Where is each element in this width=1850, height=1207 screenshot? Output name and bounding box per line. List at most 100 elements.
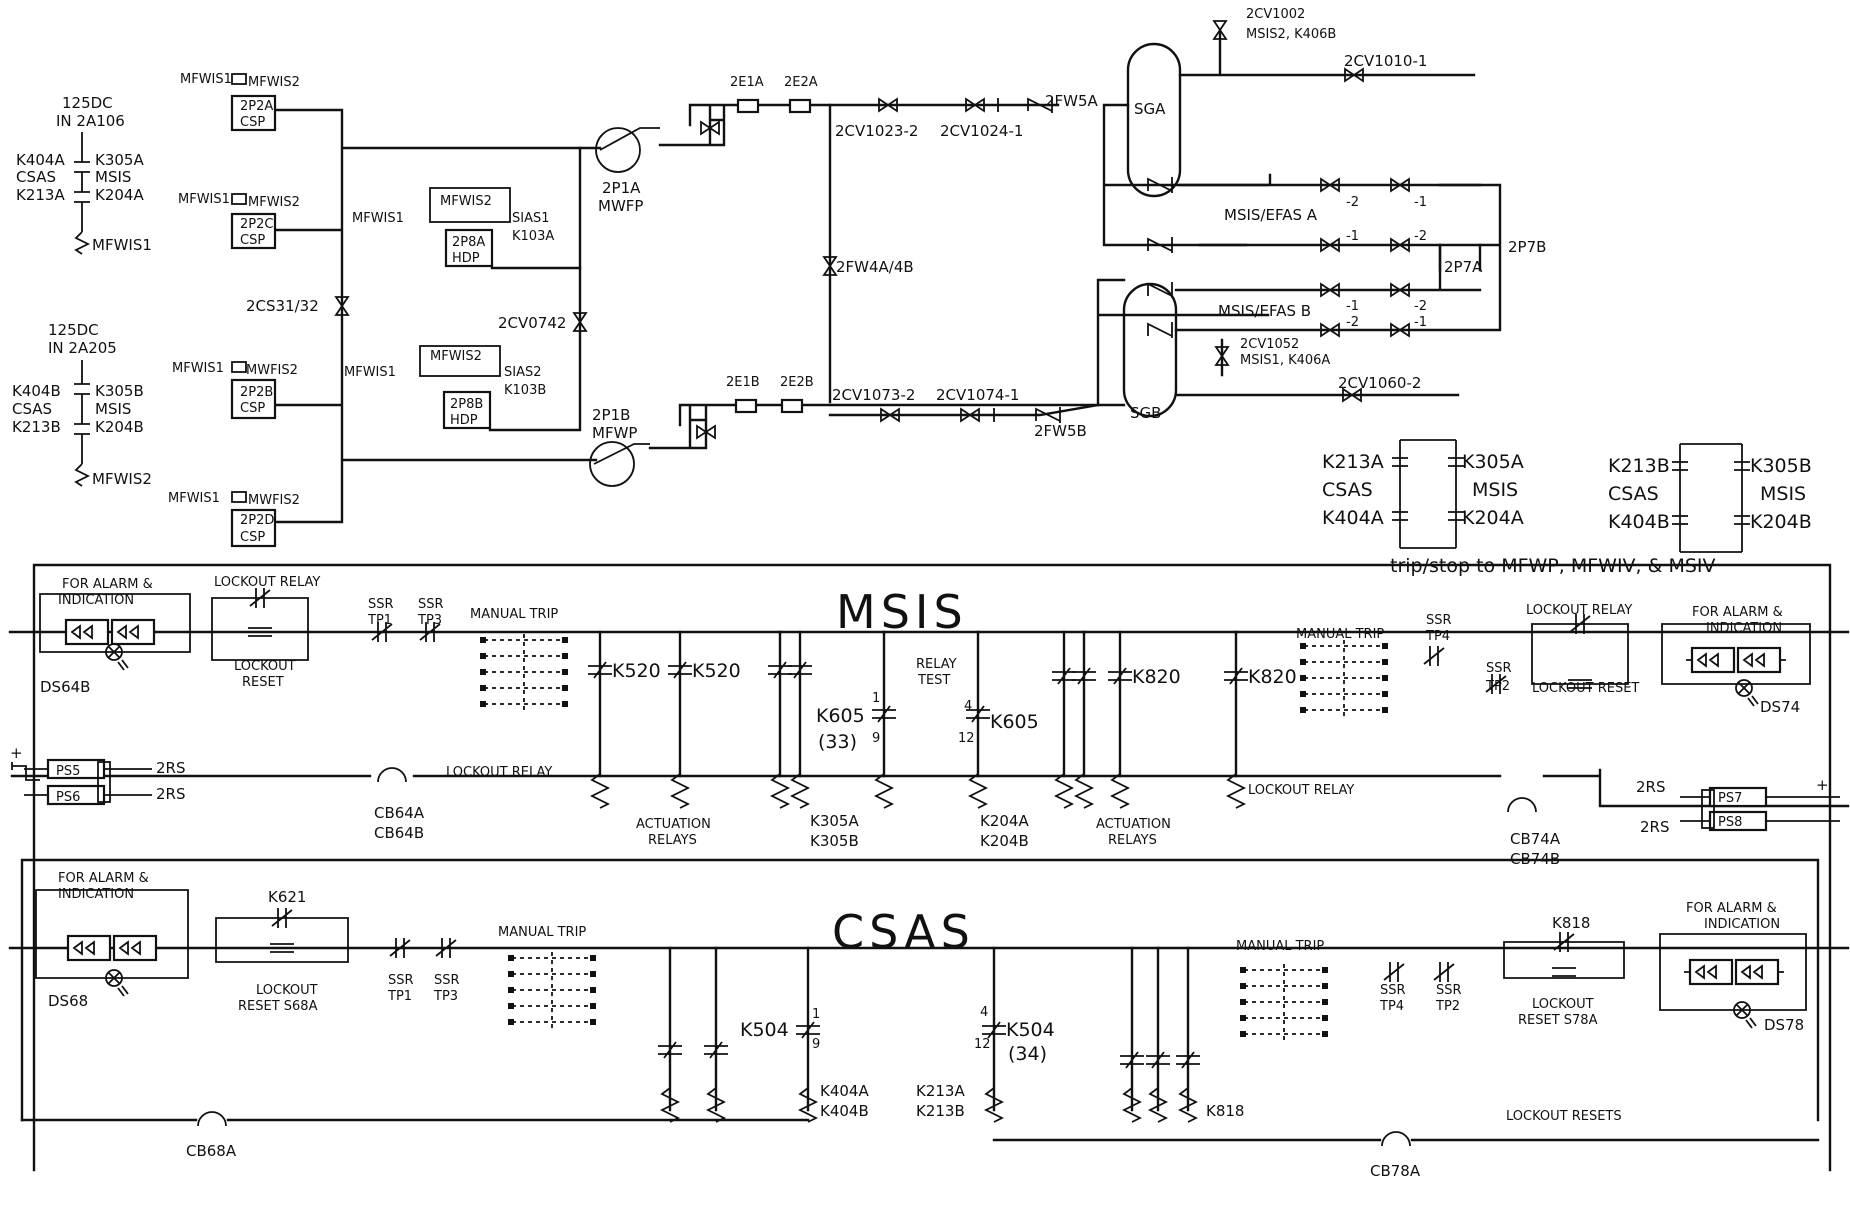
p2a-tl: MFWIS1 <box>180 72 232 87</box>
p8a-sig1: SIAS1 <box>512 211 550 226</box>
efas-a2-m2: -2 <box>1414 229 1427 244</box>
msis-pin9: 9 <box>872 731 880 746</box>
supply-b-right-1: K305B <box>95 382 144 400</box>
msis-alarm-right-1: FOR ALARM & <box>1692 605 1783 620</box>
csas-k213-a: K213A <box>916 1082 965 1100</box>
efas-a2-m1: -1 <box>1346 229 1359 244</box>
csas-alarm-left-2: INDICATION <box>58 887 134 902</box>
p8b-sig1: SIAS2 <box>504 365 542 380</box>
csas-lockout-reset-right-2: RESET S78A <box>1518 1013 1598 1028</box>
supply-a: 125DC IN 2A106 K404A CSAS K213A K305A MS… <box>16 94 152 255</box>
fw4-label: 2FW4A/4B <box>836 258 914 276</box>
efas-a-m2: -2 <box>1346 195 1359 210</box>
csas-cb-left: CB68A <box>186 1142 237 1160</box>
p2b-tl: MFWIS1 <box>172 361 224 376</box>
csas-k818-coil: K818 <box>1206 1102 1244 1120</box>
p8b-left: MFWIS1 <box>344 365 396 380</box>
csas-ssr-tp1-a: SSR <box>388 973 414 988</box>
msis-ssr-tp2-a: SSR <box>1486 661 1512 676</box>
cs3132-label: 2CS31/32 <box>246 297 319 315</box>
e1b-label: 2E1B <box>726 375 760 390</box>
msis-alarm-left-2: INDICATION <box>58 593 134 608</box>
csas-ssr-tp2-a: SSR <box>1436 983 1462 998</box>
p8a-name: 2P8A <box>452 235 485 250</box>
msis-ps5: PS5 <box>56 764 80 779</box>
msis-rs-1: 2RS <box>156 759 186 777</box>
supply-b-right-3: K204B <box>95 418 144 436</box>
csas-k213-b: K213B <box>916 1102 965 1120</box>
msis-k204-b: K204B <box>980 832 1029 850</box>
supply-b: 125DC IN 2A205 K404B CSAS K213B K305B MS… <box>12 321 152 488</box>
group-b-left-3: K404B <box>1608 511 1670 533</box>
csas-pin1: 1 <box>812 1007 820 1022</box>
msis-rs-2: 2RS <box>156 785 186 803</box>
e2a-label: 2E2A <box>784 75 818 90</box>
msis-pin12: 12 <box>958 731 975 746</box>
csas-ds-left: DS68 <box>48 992 88 1010</box>
csas-cb-right: CB78A <box>1370 1162 1421 1180</box>
msis-ssr-tp4-a: SSR <box>1426 613 1452 628</box>
supply-b-left-3: K213B <box>12 418 61 436</box>
msis-manual-trip-left: MANUAL TRIP <box>470 607 558 622</box>
mfwp-b-name: 2P1B <box>592 406 630 424</box>
msis-alarm-left-1: FOR ALARM & <box>62 577 153 592</box>
csas-pin9: 9 <box>812 1037 820 1052</box>
p7a-label: 2P7A <box>1444 258 1483 276</box>
msis-plus-right: + <box>1816 776 1829 794</box>
msis-k820-b: K820 <box>1248 666 1297 688</box>
trip-contacts: K213A CSAS K404A K305A MSIS K204A K213B … <box>1322 439 1812 577</box>
p2a-tr: MFWIS2 <box>248 75 300 90</box>
csas-lockout-resets: LOCKOUT RESETS <box>1506 1109 1622 1124</box>
msis-k605-left: K605 <box>816 705 865 727</box>
group-a-right-2: MSIS <box>1472 479 1518 501</box>
csas-lockout-reset-left-2: RESET S68A <box>238 999 318 1014</box>
p8a-sig2: K103A <box>512 229 554 244</box>
cv1052-label: 2CV1052 <box>1240 337 1299 352</box>
csas-title: CSAS <box>832 905 975 959</box>
sgb-label: SGB <box>1130 404 1161 422</box>
group-a-left-1: K213A <box>1322 451 1384 473</box>
msis-ssr-tp4-b: TP4 <box>1425 629 1450 644</box>
supply-a-left-3: K213A <box>16 186 65 204</box>
msis-cb-left-2: CB64B <box>374 824 424 842</box>
msis-ds-left: DS64B <box>40 678 90 696</box>
p2d-type: CSP <box>240 530 265 545</box>
csas-manual-trip-left: MANUAL TRIP <box>498 925 586 940</box>
msis-manual-trip-right: MANUAL TRIP <box>1296 627 1384 642</box>
msis-actuation-right-1: ACTUATION <box>1096 817 1171 832</box>
p2c-tr: MFWIS2 <box>248 195 300 210</box>
msis-actuation-left-2: RELAYS <box>648 833 697 848</box>
csas-ssr-tp4-a: SSR <box>1380 983 1406 998</box>
csas-lockout-reset-right-1: LOCKOUT <box>1532 997 1594 1012</box>
supply-b-left-2: CSAS <box>12 400 52 418</box>
p2a-name: 2P2A <box>240 99 273 114</box>
csas-ssr-tp4-b: TP4 <box>1379 999 1404 1014</box>
csas-ssr-tp3-a: SSR <box>434 973 460 988</box>
group-a-left-3: K404A <box>1322 507 1384 529</box>
csas-k818: K818 <box>1552 914 1590 932</box>
csas-k504-num: (34) <box>1008 1043 1047 1065</box>
supply-a-left-2: CSAS <box>16 168 56 186</box>
group-b-left-2: CSAS <box>1608 483 1659 505</box>
supply-a-line1: 125DC <box>62 94 113 112</box>
p8b-name: 2P8B <box>450 397 483 412</box>
heater-drain-pumps: MFWIS1 MFWIS2 SIAS1 K103A 2P8A HDP MFWIS… <box>344 146 587 432</box>
group-b-right-2: MSIS <box>1760 483 1806 505</box>
cv1010-label: 2CV1010-1 <box>1344 52 1427 70</box>
msis-k305-b: K305B <box>810 832 859 850</box>
msis-ssr-tp2-b: TP2 <box>1485 679 1510 694</box>
supply-a-left-1: K404A <box>16 151 65 169</box>
supply-b-right-2: MSIS <box>95 400 131 418</box>
efas-b1-m2: -2 <box>1414 299 1427 314</box>
efas-a-m1: -1 <box>1414 195 1427 210</box>
csas-lockout-reset-left-1: LOCKOUT <box>256 983 318 998</box>
msis-pin1: 1 <box>872 691 880 706</box>
csas-k404-a: K404A <box>820 1082 869 1100</box>
steam-generators: SGA SGB 2CV1002 MSIS2, K406B 2CV1010-1 2… <box>1096 7 1546 422</box>
group-a-right-1: K305A <box>1462 451 1524 473</box>
p8a-top: MFWIS2 <box>440 194 492 209</box>
msis-ssr-tp1-b: TP1 <box>367 613 392 628</box>
p2a-type: CSP <box>240 115 265 130</box>
msis-lockout-reset-2: RESET <box>242 675 284 690</box>
p2c-tl: MFWIS1 <box>178 192 230 207</box>
